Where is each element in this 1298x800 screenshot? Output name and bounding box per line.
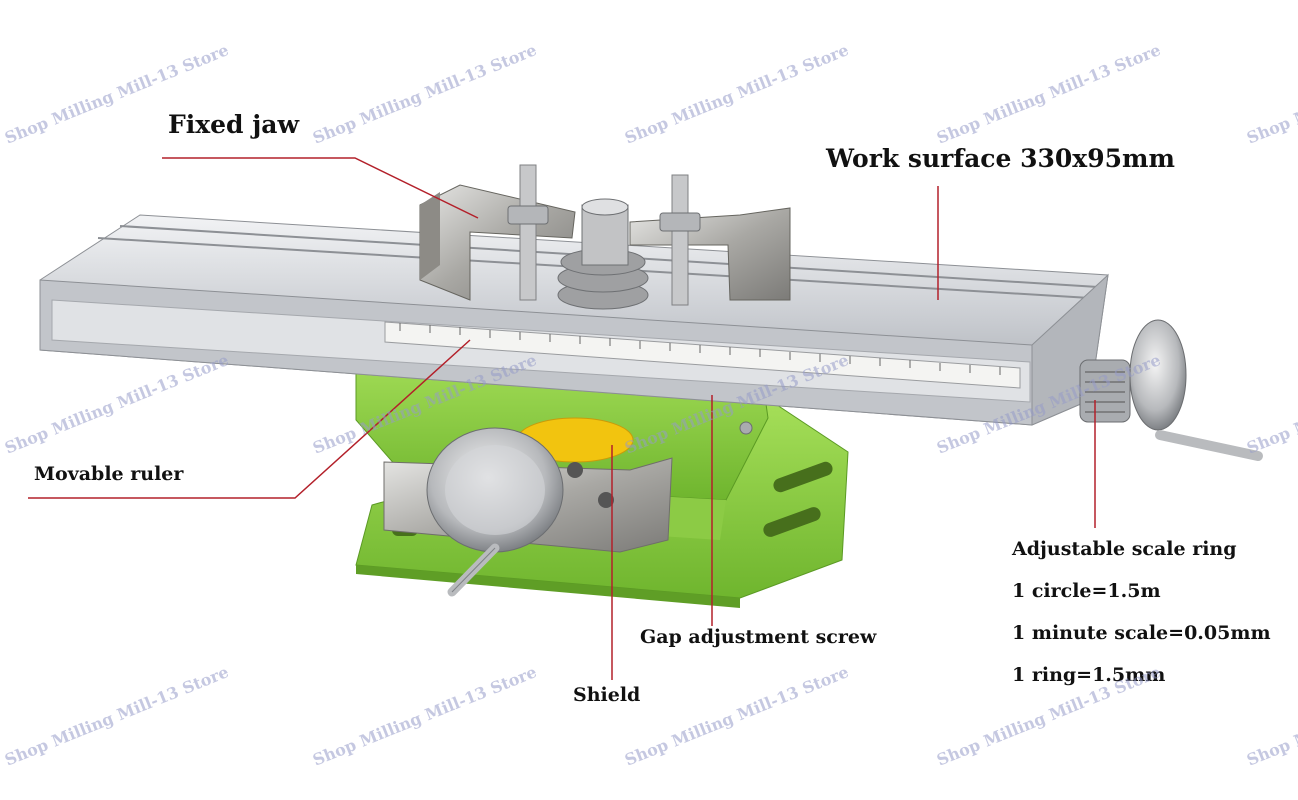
label-circle-spec: 1 circle=1.5m bbox=[1012, 580, 1161, 602]
label-movable-ruler: Movable ruler bbox=[34, 463, 184, 485]
label-shield: Shield bbox=[573, 684, 641, 706]
movable-ruler-scale bbox=[384, 321, 1021, 389]
side-handwheel bbox=[1079, 319, 1263, 461]
front-handwheel bbox=[426, 427, 564, 597]
vise-assembly bbox=[419, 164, 791, 310]
callout-leader-lines bbox=[28, 157, 1096, 680]
label-adjustable-scale-ring: Adjustable scale ring bbox=[1012, 538, 1237, 560]
label-work-surface: Work surface 330x95mm bbox=[826, 144, 1175, 173]
label-fixed-jaw: Fixed jaw bbox=[168, 110, 300, 139]
label-minute-scale-spec: 1 minute scale=0.05mm bbox=[1012, 622, 1271, 644]
label-ring-spec: 1 ring=1.5mm bbox=[1012, 664, 1166, 686]
label-gap-adjustment-screw: Gap adjustment screw bbox=[640, 626, 877, 648]
